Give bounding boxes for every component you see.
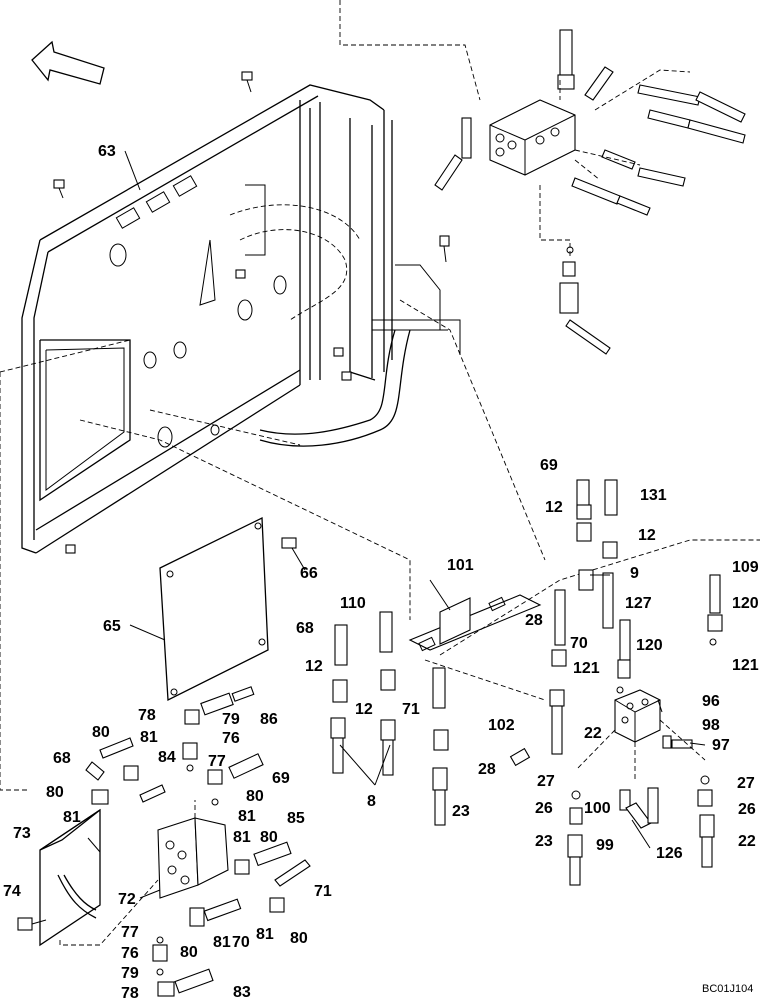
callout-109: 109 — [732, 559, 759, 576]
callout-100: 100 — [584, 800, 611, 817]
callout-80: 80 — [246, 788, 264, 805]
callout-23: 23 — [452, 803, 470, 820]
callout-28: 28 — [478, 761, 496, 778]
callout-80: 80 — [180, 944, 198, 961]
callout-127: 127 — [625, 595, 652, 612]
callout-121: 121 — [732, 657, 759, 674]
callout-71: 71 — [314, 883, 332, 900]
callout-73: 73 — [13, 825, 31, 842]
callout-22: 22 — [738, 833, 756, 850]
callout-69: 69 — [272, 770, 290, 787]
callout-80: 80 — [46, 784, 64, 801]
leader-lines — [87, 150, 706, 899]
cover-plate — [159, 516, 269, 702]
callout-86: 86 — [260, 711, 278, 728]
callout-81: 81 — [233, 829, 251, 846]
callout-78: 78 — [138, 707, 156, 724]
callout-23: 23 — [535, 833, 553, 850]
callout-68: 68 — [296, 620, 314, 637]
callout-68: 68 — [53, 750, 71, 767]
callout-80: 80 — [92, 724, 110, 741]
callout-12: 12 — [305, 658, 323, 675]
callout-81: 81 — [63, 809, 81, 826]
callout-98: 98 — [702, 717, 720, 734]
callout-85: 85 — [287, 810, 305, 827]
callout-12: 12 — [638, 527, 656, 544]
frame-bracket — [21, 84, 461, 554]
callout-131: 131 — [640, 487, 667, 504]
mount-bracket — [17, 808, 101, 947]
callout-69: 69 — [540, 457, 558, 474]
callout-70: 70 — [570, 635, 588, 652]
callout-101: 101 — [447, 557, 474, 574]
callout-26: 26 — [535, 800, 553, 817]
callout-66: 66 — [300, 565, 318, 582]
callout-81: 81 — [238, 808, 256, 825]
callout-74: 74 — [3, 883, 21, 900]
drawing-code: BC01J104 — [702, 983, 753, 995]
callout-76: 76 — [121, 945, 139, 962]
part-callouts: 63 69 131 12 12 9 109 101 66 110 28 127 … — [3, 143, 759, 1000]
bolt-66 — [281, 537, 297, 549]
callout-126: 126 — [656, 845, 683, 862]
callout-80: 80 — [260, 829, 278, 846]
callout-26: 26 — [738, 801, 756, 818]
callout-120: 120 — [636, 637, 663, 654]
connector-block — [567, 689, 715, 886]
callout-27: 27 — [537, 773, 555, 790]
callout-97: 97 — [712, 737, 730, 754]
callout-96: 96 — [702, 693, 720, 710]
direction-arrow-icon — [31, 40, 105, 85]
frame-bolt — [53, 71, 450, 554]
callout-80: 80 — [290, 930, 308, 947]
callout-12: 12 — [355, 701, 373, 718]
callout-71: 71 — [402, 701, 420, 718]
callout-79: 79 — [222, 711, 240, 728]
callout-79: 79 — [121, 965, 139, 982]
callout-77: 77 — [121, 924, 139, 941]
callout-78: 78 — [121, 985, 139, 1000]
callout-28: 28 — [525, 612, 543, 629]
callout-76: 76 — [222, 730, 240, 747]
callout-22: 22 — [584, 725, 602, 742]
callout-63: 63 — [98, 143, 116, 160]
callout-120: 120 — [732, 595, 759, 612]
callout-27: 27 — [737, 775, 755, 792]
callout-9: 9 — [630, 565, 639, 582]
hose-fitting-column — [330, 479, 723, 826]
callout-81: 81 — [213, 934, 231, 951]
callout-77: 77 — [208, 753, 226, 770]
callout-65: 65 — [103, 618, 121, 635]
callout-8: 8 — [367, 793, 376, 810]
callout-84: 84 — [158, 749, 176, 766]
callout-12: 12 — [545, 499, 563, 516]
manifold-plate — [408, 594, 542, 652]
callout-110: 110 — [340, 595, 366, 612]
callout-70: 70 — [232, 934, 250, 951]
callout-99: 99 — [596, 837, 614, 854]
valve-block-assembly — [434, 29, 746, 355]
left-valve-assembly — [85, 686, 311, 997]
callout-102: 102 — [488, 717, 515, 734]
callout-81: 81 — [140, 729, 158, 746]
callout-83: 83 — [233, 984, 251, 1000]
callout-121: 121 — [573, 660, 600, 677]
callout-81: 81 — [256, 926, 274, 943]
callout-72: 72 — [118, 891, 136, 908]
